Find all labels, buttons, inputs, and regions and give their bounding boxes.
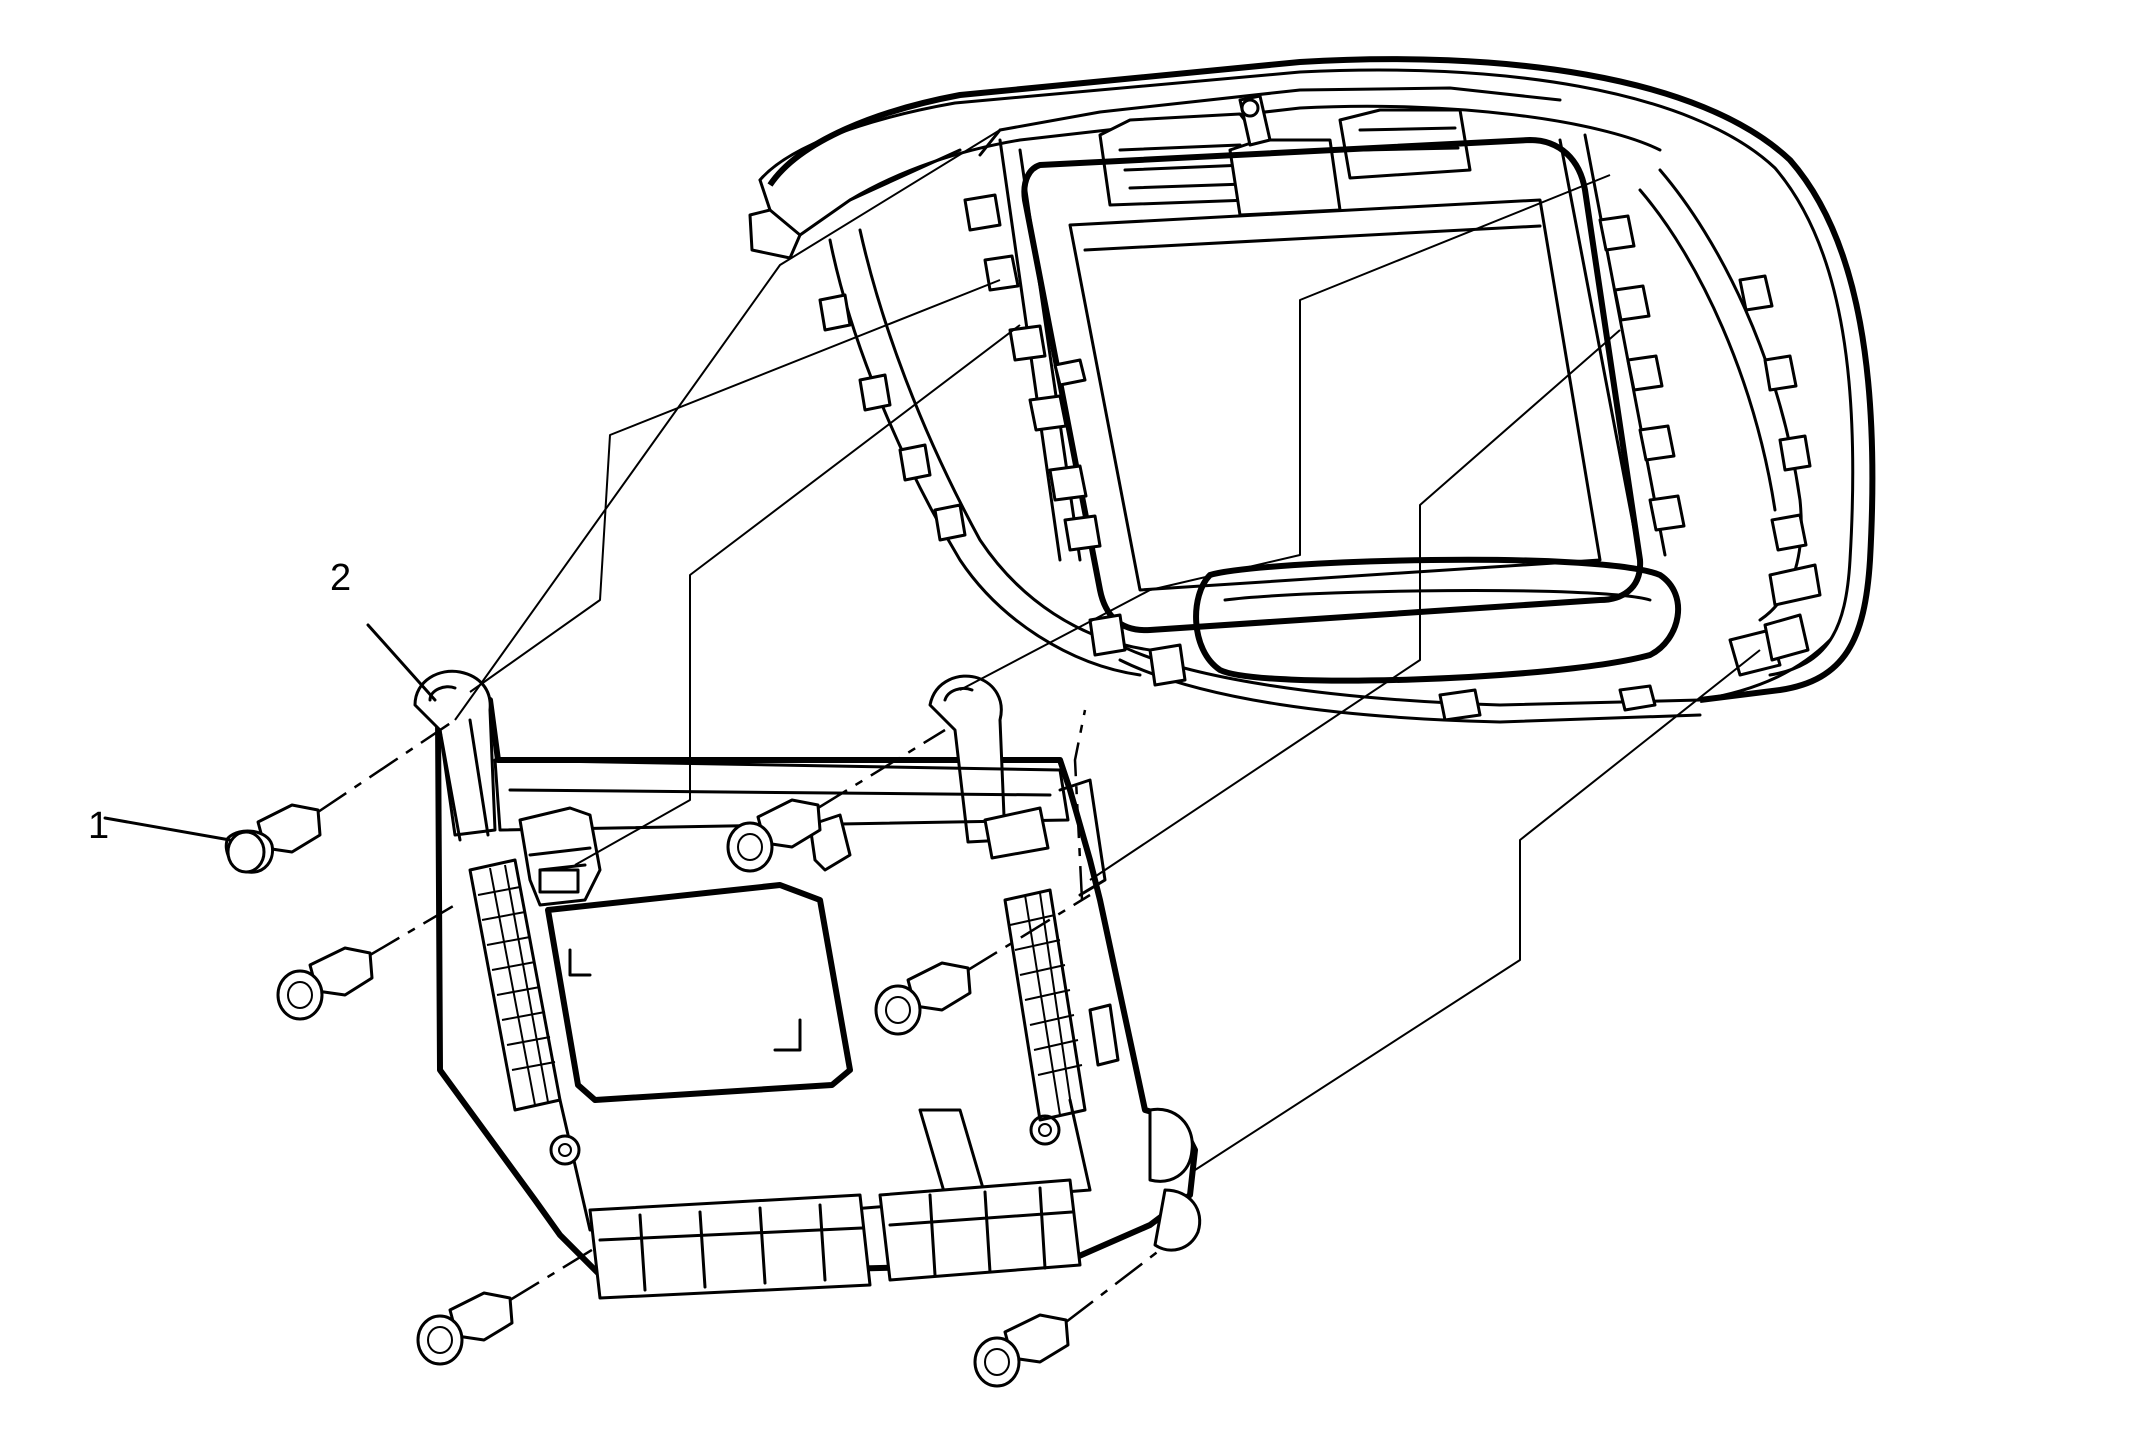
bezel-frame xyxy=(748,56,1876,724)
callout-label-1: 1 xyxy=(88,805,109,847)
callout-label-2: 2 xyxy=(330,557,351,599)
bolt-4 xyxy=(874,961,972,1036)
bolt-2 xyxy=(276,946,374,1021)
bolts xyxy=(224,798,1070,1388)
assembly-lines xyxy=(103,129,1761,1323)
bolt-6 xyxy=(973,1313,1070,1388)
bolt-1 xyxy=(224,803,322,874)
control-module xyxy=(413,669,1202,1300)
bolt-3 xyxy=(726,798,822,873)
bolt-5 xyxy=(416,1291,514,1366)
